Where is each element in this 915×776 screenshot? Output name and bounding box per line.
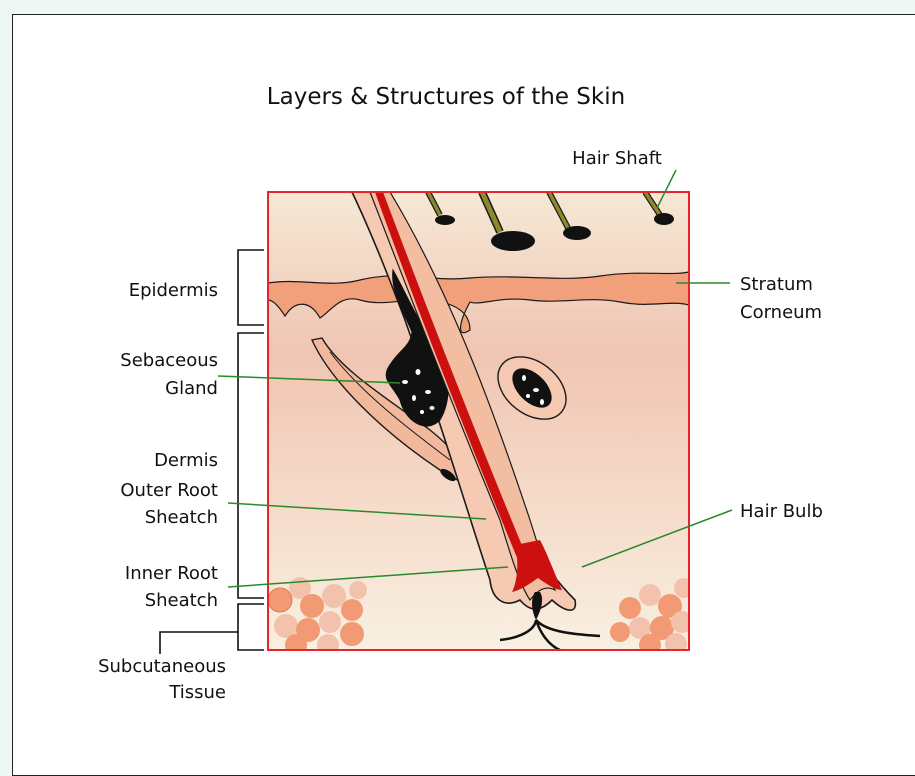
label-subcutaneous-1: Subcutaneous (98, 656, 226, 677)
label-inner-root-2: Sheatch (145, 590, 218, 611)
label-dermis: Dermis (154, 450, 218, 471)
label-hair-bulb: Hair Bulb (740, 501, 823, 522)
diagram-title: Layers & Structures of the Skin (267, 84, 625, 110)
label-stratum-1: Stratum (740, 274, 813, 295)
label-epidermis: Epidermis (129, 280, 218, 301)
label-inner-root-1: Inner Root (125, 563, 218, 584)
skin-cross-section (268, 192, 694, 656)
label-sebaceous-2: Gland (165, 378, 218, 399)
label-hair-shaft: Hair Shaft (572, 148, 662, 169)
label-outer-root-2: Sheatch (145, 507, 218, 528)
label-stratum-2: Corneum (740, 302, 822, 323)
label-sebaceous-1: Sebaceous (120, 350, 218, 371)
label-subcutaneous-2: Tissue (168, 682, 226, 703)
label-outer-root-1: Outer Root (120, 480, 218, 501)
